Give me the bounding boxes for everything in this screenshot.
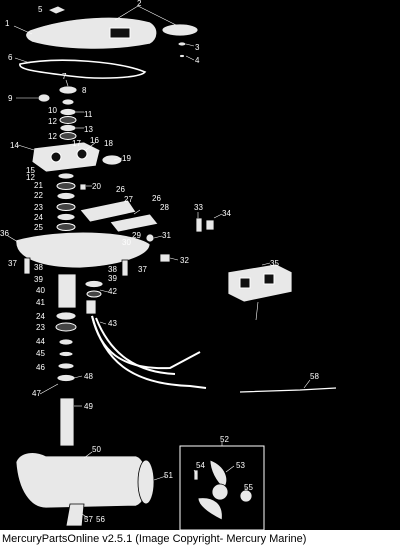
callout-12b: 12 bbox=[48, 132, 57, 141]
callout-3: 3 bbox=[195, 43, 200, 52]
callout-47: 47 bbox=[32, 389, 41, 398]
callout-46: 46 bbox=[36, 363, 45, 372]
callout-26b: 26 bbox=[152, 194, 161, 203]
callout-25: 25 bbox=[34, 223, 43, 232]
callout-4: 4 bbox=[195, 56, 200, 65]
callout-50: 50 bbox=[92, 445, 101, 454]
callout-13: 13 bbox=[84, 125, 93, 134]
callout-8: 8 bbox=[82, 86, 87, 95]
callout-10: 10 bbox=[48, 106, 57, 115]
callout-9: 9 bbox=[8, 94, 13, 103]
callout-36: 36 bbox=[0, 229, 9, 238]
propeller-box bbox=[179, 445, 265, 530]
callout-37b: 37 bbox=[138, 265, 147, 274]
callout-53: 53 bbox=[236, 461, 245, 470]
callout-39a: 39 bbox=[34, 275, 43, 284]
top-cover bbox=[25, 5, 199, 58]
callout-52: 52 bbox=[220, 435, 229, 444]
callout-12c: 12 bbox=[26, 173, 35, 182]
callout-35: 35 bbox=[270, 259, 279, 268]
callout-57: 57 bbox=[84, 515, 93, 524]
callout-42: 42 bbox=[108, 287, 117, 296]
callout-27: 27 bbox=[124, 195, 133, 204]
lower-washers bbox=[56, 172, 87, 231]
callout-15: 15 bbox=[26, 166, 35, 175]
cover-seal bbox=[19, 59, 147, 79]
callout-51: 51 bbox=[164, 471, 173, 480]
callout-14: 14 bbox=[10, 141, 19, 150]
callout-17: 17 bbox=[72, 139, 81, 148]
wire-58 bbox=[239, 387, 337, 393]
upper-stack bbox=[37, 85, 78, 140]
callout-numbers: 1 2 3 4 5 6 7 8 9 10 11 12 12 13 14 15 1… bbox=[0, 0, 319, 524]
callout-48: 48 bbox=[84, 372, 93, 381]
steering-housing bbox=[31, 141, 123, 173]
callout-26a: 26 bbox=[116, 185, 125, 194]
callout-12a: 12 bbox=[48, 117, 57, 126]
callout-45: 45 bbox=[36, 349, 45, 358]
callout-6: 6 bbox=[8, 53, 13, 62]
callout-34: 34 bbox=[222, 209, 231, 218]
callout-40: 40 bbox=[36, 286, 45, 295]
callout-5: 5 bbox=[38, 5, 43, 14]
shaft-column bbox=[55, 273, 104, 447]
callout-2: 2 bbox=[137, 0, 142, 8]
exploded-parts-diagram: 1 2 3 4 5 6 7 8 9 10 11 12 12 13 14 15 1… bbox=[0, 0, 337, 530]
callout-29: 29 bbox=[132, 231, 141, 240]
motor bbox=[15, 452, 155, 527]
callout-32: 32 bbox=[180, 256, 189, 265]
callout-24b: 24 bbox=[36, 312, 45, 321]
base-plate bbox=[15, 231, 151, 269]
callout-54: 54 bbox=[196, 461, 205, 470]
callout-18: 18 bbox=[104, 139, 113, 148]
callout-1: 1 bbox=[5, 19, 10, 28]
callout-33: 33 bbox=[194, 203, 203, 212]
callout-49: 49 bbox=[84, 402, 93, 411]
callout-11: 11 bbox=[84, 110, 93, 119]
callout-37a: 37 bbox=[8, 259, 17, 268]
callout-7: 7 bbox=[62, 72, 67, 81]
callout-24: 24 bbox=[34, 213, 43, 222]
footer-caption: MercuryPartsOnline v2.5.1 (Image Copyrig… bbox=[0, 530, 400, 548]
callout-30: 30 bbox=[122, 238, 131, 247]
brackets bbox=[79, 199, 215, 263]
callout-22: 22 bbox=[34, 191, 43, 200]
callout-38b: 38 bbox=[108, 265, 117, 274]
callout-56: 56 bbox=[96, 515, 105, 524]
callout-58: 58 bbox=[310, 372, 319, 381]
cable-harness bbox=[91, 315, 207, 389]
callout-20: 20 bbox=[92, 182, 101, 191]
callout-39b: 39 bbox=[108, 274, 117, 283]
control-module bbox=[227, 263, 293, 321]
callout-16: 16 bbox=[90, 136, 99, 145]
callout-19: 19 bbox=[122, 154, 131, 163]
callout-41: 41 bbox=[36, 298, 45, 307]
callout-44: 44 bbox=[36, 337, 45, 346]
callout-43: 43 bbox=[108, 319, 117, 328]
callout-23b: 23 bbox=[36, 323, 45, 332]
callout-28: 28 bbox=[160, 203, 169, 212]
callout-21: 21 bbox=[34, 181, 43, 190]
callout-23: 23 bbox=[34, 203, 43, 212]
callout-38a: 38 bbox=[34, 263, 43, 272]
callout-31: 31 bbox=[162, 231, 171, 240]
leader-lines bbox=[7, 5, 311, 519]
callout-55: 55 bbox=[244, 483, 253, 492]
